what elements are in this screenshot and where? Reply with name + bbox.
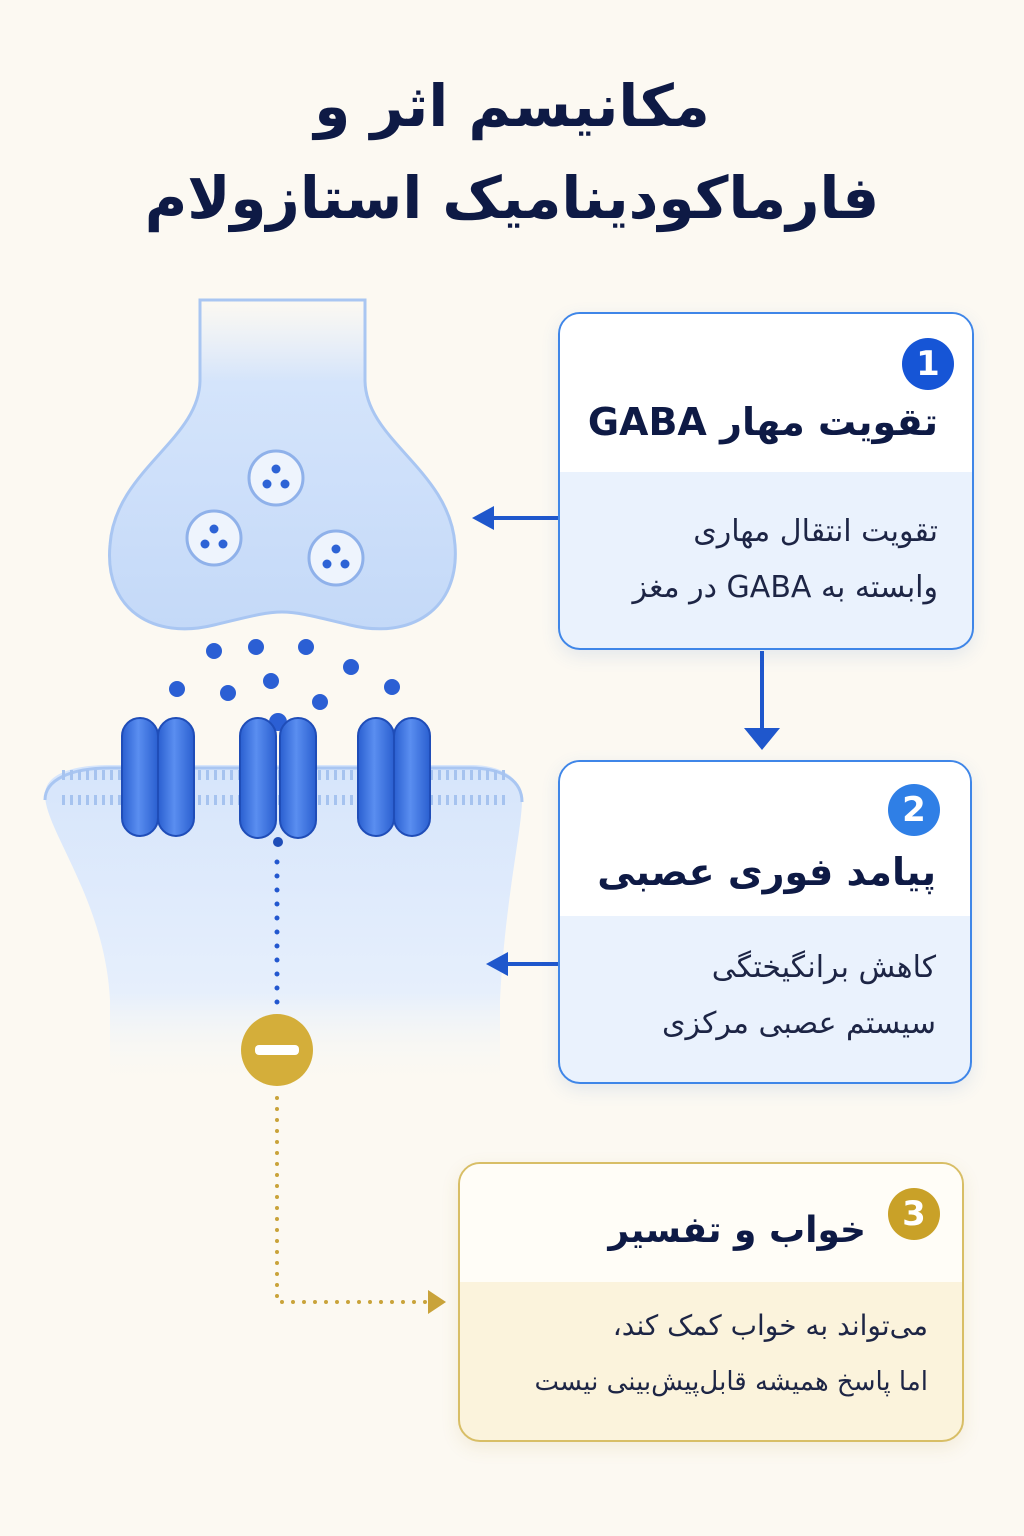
step-number-badge-3: 3 (888, 1188, 940, 1240)
step-title-2: پیامد فوری عصبی (597, 850, 936, 894)
step-description-1: تقویت انتقال مهاری وابسته به GABA در مغز (633, 504, 938, 616)
postsynaptic-membrane (45, 765, 522, 1090)
gold-dotted-path (275, 1096, 432, 1304)
title-line-2: فارماکودینامیک استازولام (144, 164, 880, 232)
arrow-to-terminal (472, 506, 558, 530)
arrow-to-postsynaptic (486, 952, 558, 976)
step-description-2: کاهش برانگیختگی سیستم عصبی مرکزی (662, 940, 936, 1052)
membrane-outline (43, 766, 524, 803)
title-line-1: مکانیسم اثر و (314, 72, 710, 140)
receptor-channel-left (121, 717, 195, 837)
step-3-line-2: اما پاسخ همیشه قابل‌پیش‌بینی نیست (534, 1367, 929, 1397)
inhibition-minus-icon (241, 1014, 313, 1086)
step-card-3: خواب و تفسیر 3 می‌تواند به خواب کمک کند،… (458, 1162, 964, 1442)
arrow-card1-to-card2 (744, 651, 780, 750)
step-card-2: 2 پیامد فوری عصبی کاهش برانگیختگی سیستم … (558, 760, 972, 1084)
step-3-line-1: می‌تواند به خواب کمک کند، (612, 1309, 928, 1342)
step-description-3: می‌تواند به خواب کمک کند، اما پاسخ همیشه… (535, 1298, 929, 1410)
gold-arrowhead (428, 1290, 446, 1314)
step-title-3: خواب و تفسیر (608, 1210, 866, 1251)
step-card-2-header: 2 پیامد فوری عصبی (560, 762, 970, 916)
page-title: مکانیسم اثر و فارماکودینامیک استازولام (0, 60, 1024, 244)
step-card-3-header: خواب و تفسیر 3 (460, 1164, 962, 1282)
step-number-badge-2: 2 (888, 784, 940, 836)
step-title-1: تقویت مهار GABA (587, 400, 938, 444)
step-number-badge-1: 1 (902, 338, 954, 390)
step-card-1: 1 تقویت مهار GABA تقویت انتقال مهاری واب… (558, 312, 974, 650)
vesicle-1 (247, 449, 305, 507)
step-1-line-1: تقویت انتقال مهاری (693, 514, 938, 549)
vesicle-2 (185, 509, 243, 567)
neurotransmitter-molecules (169, 639, 400, 731)
vesicle-3 (307, 529, 365, 587)
step-card-1-header: 1 تقویت مهار GABA (560, 314, 972, 472)
receptor-channel-center (239, 717, 317, 847)
step-2-line-2: سیستم عصبی مرکزی (662, 1006, 936, 1041)
step-1-line-2: وابسته به GABA در مغز (632, 570, 938, 605)
receptor-channel-right (357, 717, 431, 837)
step-2-line-1: کاهش برانگیختگی (711, 950, 936, 985)
